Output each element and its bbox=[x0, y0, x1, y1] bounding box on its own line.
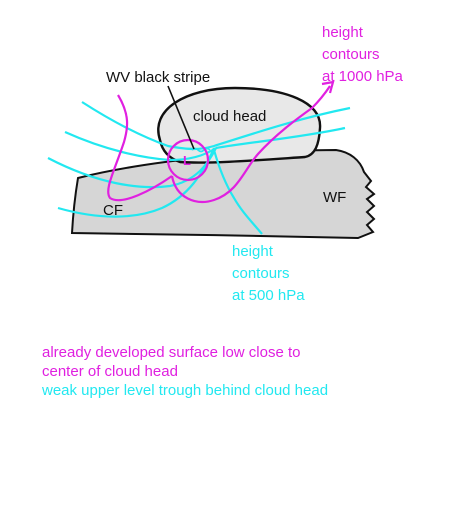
contour-500-line-1 bbox=[81, 101, 351, 151]
cold-front-label: CF bbox=[103, 202, 123, 219]
contour-1000-arrow-icon bbox=[321, 80, 335, 94]
wv-black-stripe-label: WV black stripe bbox=[106, 69, 210, 86]
wv-stripe-marks bbox=[191, 147, 211, 153]
caption-magenta-line-1: already developed surface low close to bbox=[42, 344, 301, 361]
contours-500-label-line-3: at 500 hPa bbox=[232, 287, 305, 304]
contours-1000-label-line-2: contours bbox=[322, 46, 380, 63]
caption-magenta-line-2: center of cloud head bbox=[42, 363, 178, 380]
cloud-head-shape bbox=[157, 86, 322, 164]
contour-500-line-4 bbox=[215, 126, 346, 150]
contours-1000-label: height contours at 1000 hPa bbox=[322, 24, 404, 85]
contour-1000-line-1 bbox=[107, 94, 173, 202]
contour-1000-low-circle bbox=[166, 138, 210, 182]
contours-500-label-line-2: contours bbox=[232, 265, 290, 282]
contours-500-label-line-1: height bbox=[232, 243, 274, 260]
contour-500-line-6 bbox=[212, 149, 263, 235]
wv-stripe-pointer bbox=[167, 85, 195, 150]
contour-1000-line-2 bbox=[170, 85, 331, 203]
contour-500-line-2 bbox=[64, 130, 217, 162]
contours-500-label: height contours at 500 hPa bbox=[232, 243, 305, 304]
contours-1000-label-line-3: at 1000 hPa bbox=[322, 68, 404, 85]
caption-cyan-line-1: weak upper level trough behind cloud hea… bbox=[42, 382, 329, 399]
contour-500-line-5 bbox=[57, 147, 216, 218]
contours-1000-label-line-1: height bbox=[322, 24, 364, 41]
cloud-head-label: cloud head bbox=[193, 108, 266, 125]
low-label: L bbox=[183, 153, 191, 168]
warm-front-label: WF bbox=[323, 189, 346, 206]
